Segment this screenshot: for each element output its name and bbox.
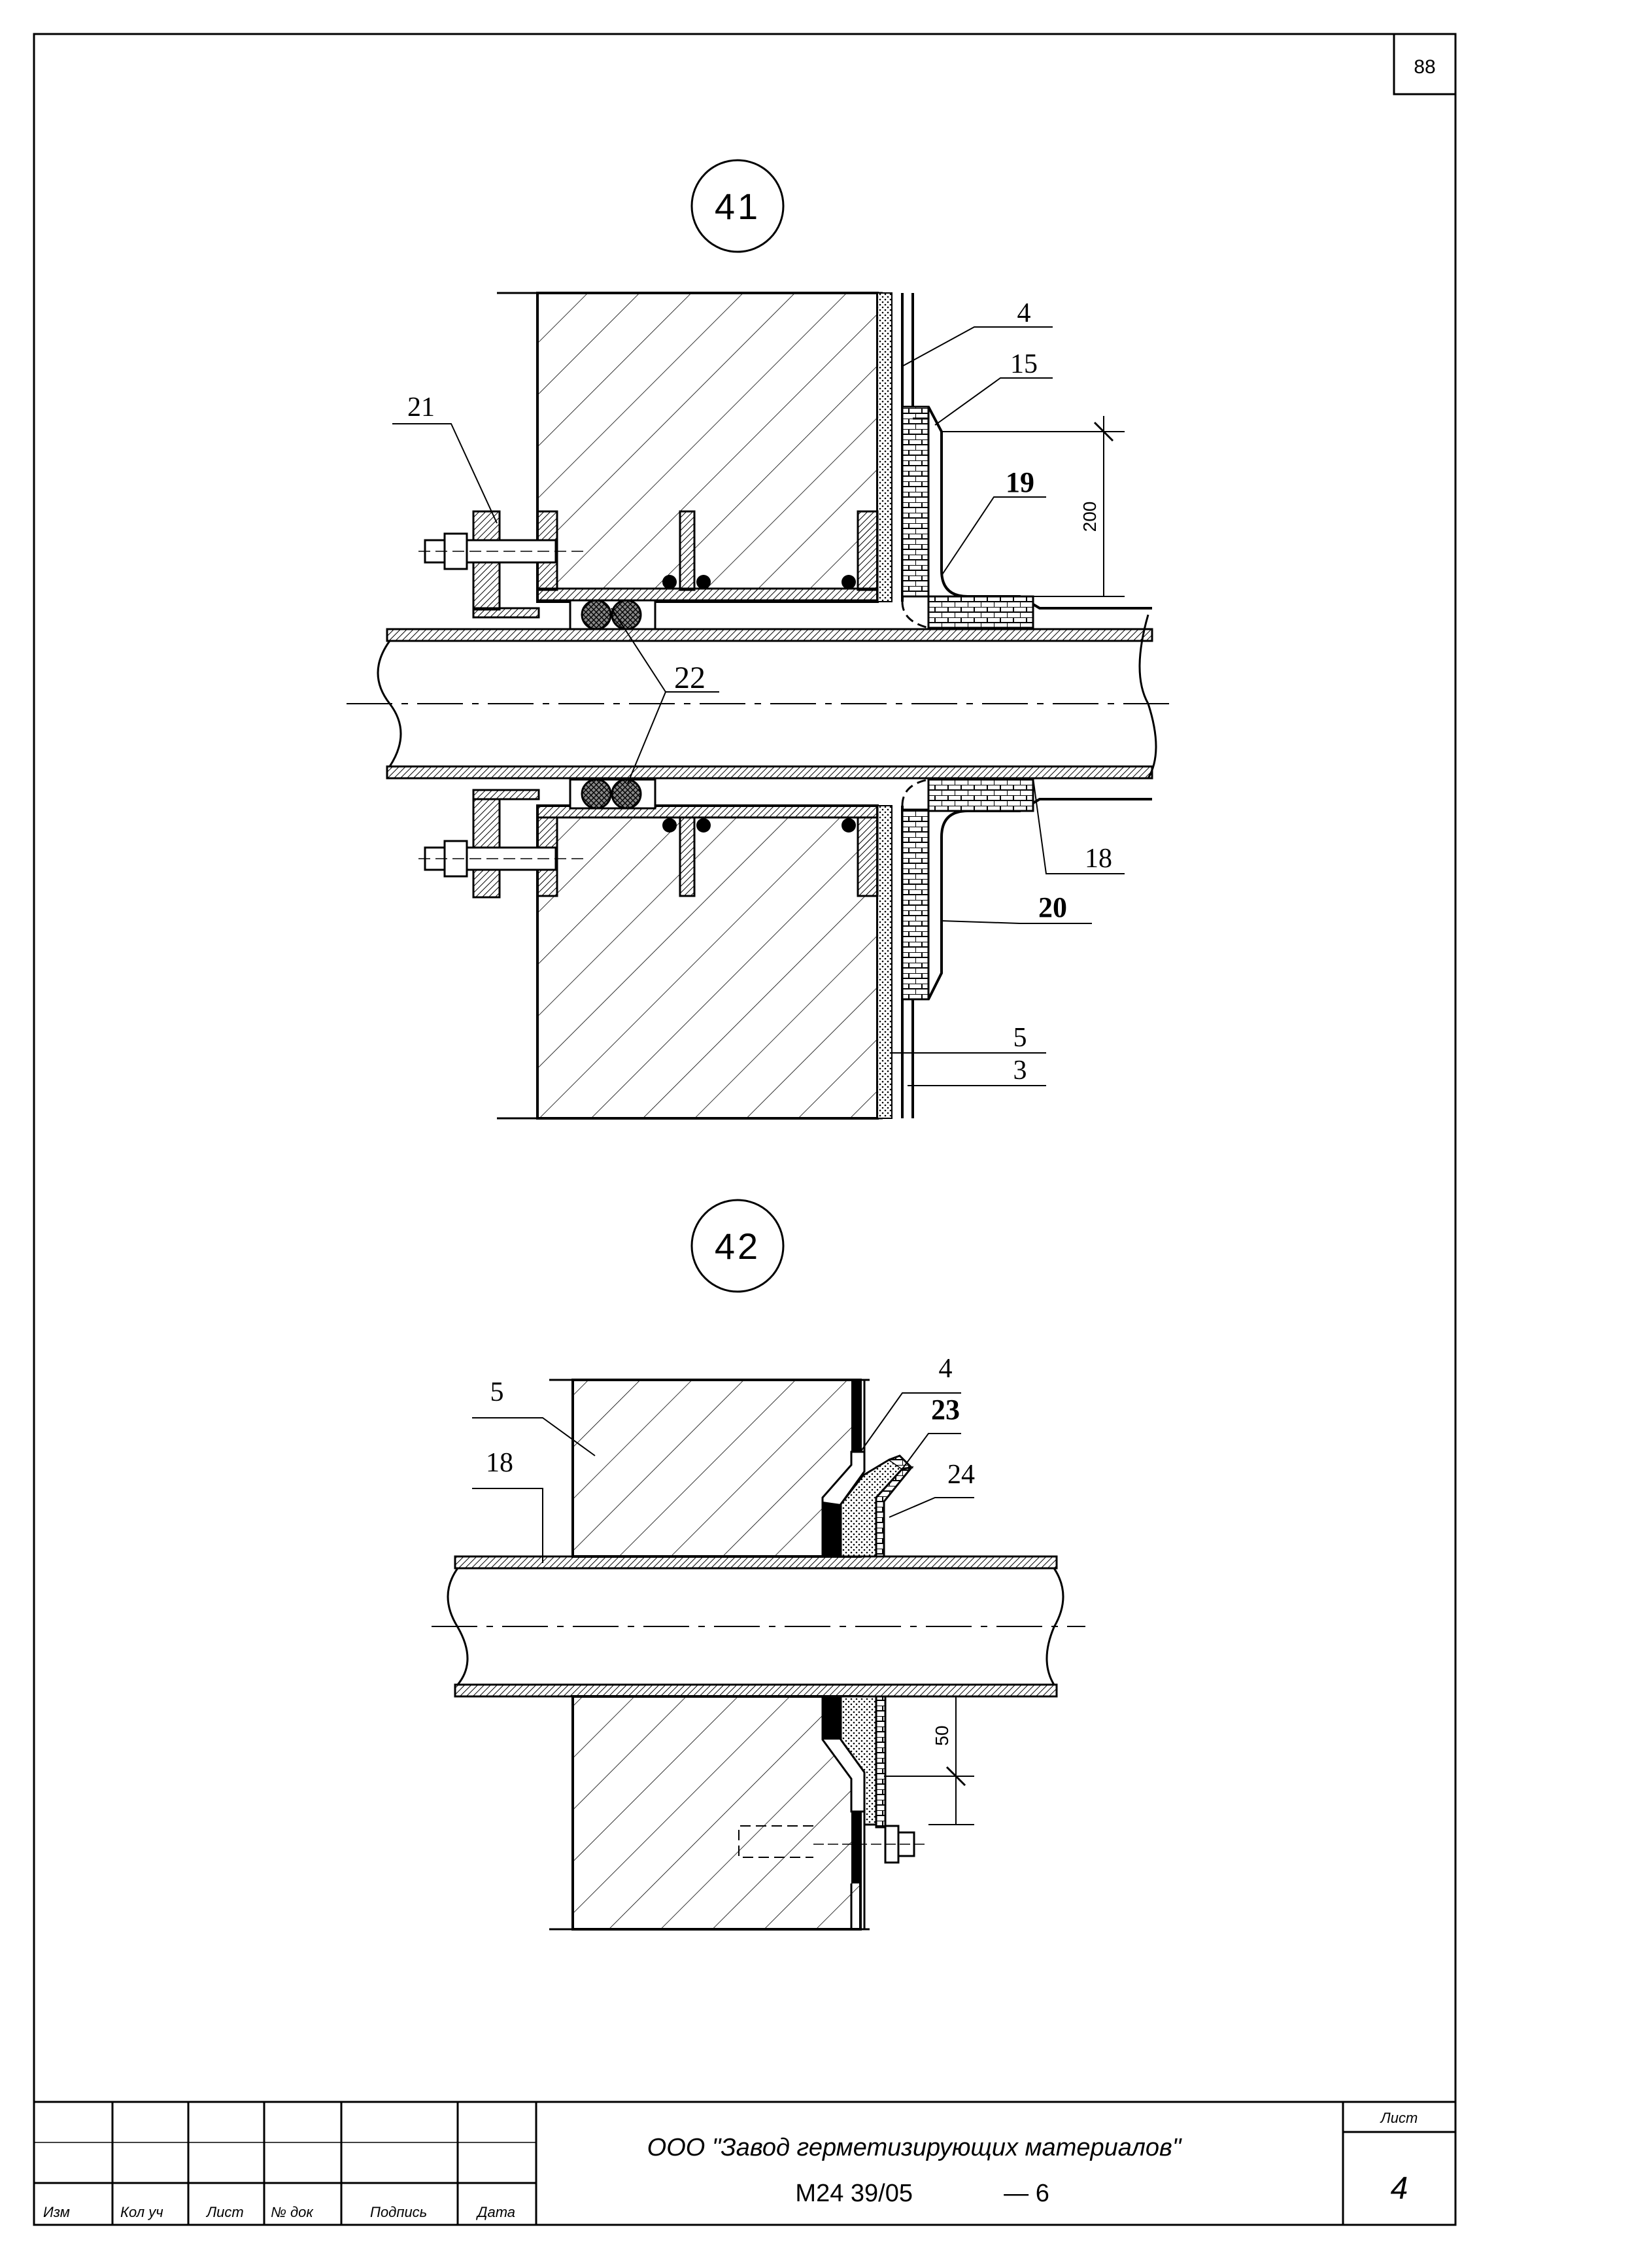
dimension-50-label: 50 [932,1725,952,1745]
label-41-19: 19 [1006,466,1034,498]
tb-sheet-number: 4 [1391,2171,1408,2206]
detail-marker-41: 41 [690,159,785,253]
detail-41: 41 [347,159,1177,1120]
label-41-18: 18 [1085,844,1112,874]
detail-marker-42: 42 [690,1199,785,1293]
seal-collar-upper-42 [821,1451,914,1558]
label-41-5: 5 [1013,1023,1027,1053]
detail-42: 42 [432,1199,1085,1931]
membrane-collar-lower [901,778,1152,1001]
wall-upper-42 [571,1379,862,1558]
page-number-box: 88 [1393,33,1457,95]
wall-lower-42 [571,1695,862,1931]
label-41-21: 21 [407,392,435,422]
seal-collar-lower-42 [738,1695,928,1864]
tb-col-izm: Изм [43,2204,70,2220]
sealant-layer-lower [877,805,892,1119]
detail-marker-41-label: 41 [715,186,760,227]
label-41-15: 15 [1010,349,1038,379]
detail-marker-42-label: 42 [715,1226,760,1267]
sealant-layer-upper [877,292,892,602]
label-41-20: 20 [1038,891,1067,923]
label-41-4: 4 [1017,298,1031,328]
dimension-200: 200 [942,416,1125,597]
label-41-3: 3 [1013,1056,1027,1086]
leaders-42 [472,1392,974,1563]
wall-section [497,292,914,1120]
label-41-22: 22 [674,661,706,695]
label-42-23: 23 [931,1394,960,1426]
title-block: Изм Кол уч Лист № док Подпись Дата ООО "… [33,2101,1457,2226]
wall-upper [536,292,879,603]
label-42-24: 24 [947,1460,975,1490]
tb-col-podpis: Подпись [370,2204,427,2220]
bolt-upper-icon [418,532,588,570]
wall-lower [536,804,879,1120]
pipe-42 [432,1555,1085,1698]
flange-assembly [418,510,656,899]
label-42-18: 18 [486,1448,513,1478]
membrane-collar-upper [901,405,1152,629]
sealing-rings-lower [581,778,642,810]
dimension-50: 50 [884,1696,974,1825]
anchor-bolt-icon [738,1825,928,1864]
dimension-200-label: 200 [1080,502,1100,532]
pipe-41 [347,614,1177,780]
bolt-lower-icon [418,840,588,878]
tb-col-list: Лист [205,2204,244,2220]
tb-document-sheet: — 6 [1004,2180,1049,2207]
tb-organization: ООО "Завод герметизирующих материалов" [647,2134,1182,2161]
label-42-4: 4 [939,1354,953,1384]
page-number: 88 [1414,56,1435,78]
tb-col-data: Дата [475,2204,515,2220]
wall-section-42 [549,1379,870,1931]
tb-document-code: М24 39/05 [795,2180,913,2207]
tb-col-kol-uch: Кол уч [120,2204,163,2220]
tb-sheet-label: Лист [1380,2110,1418,2126]
leaders-41 [392,326,1125,1086]
label-42-5: 5 [490,1377,504,1407]
tb-col-n-dok: № док [271,2204,314,2220]
